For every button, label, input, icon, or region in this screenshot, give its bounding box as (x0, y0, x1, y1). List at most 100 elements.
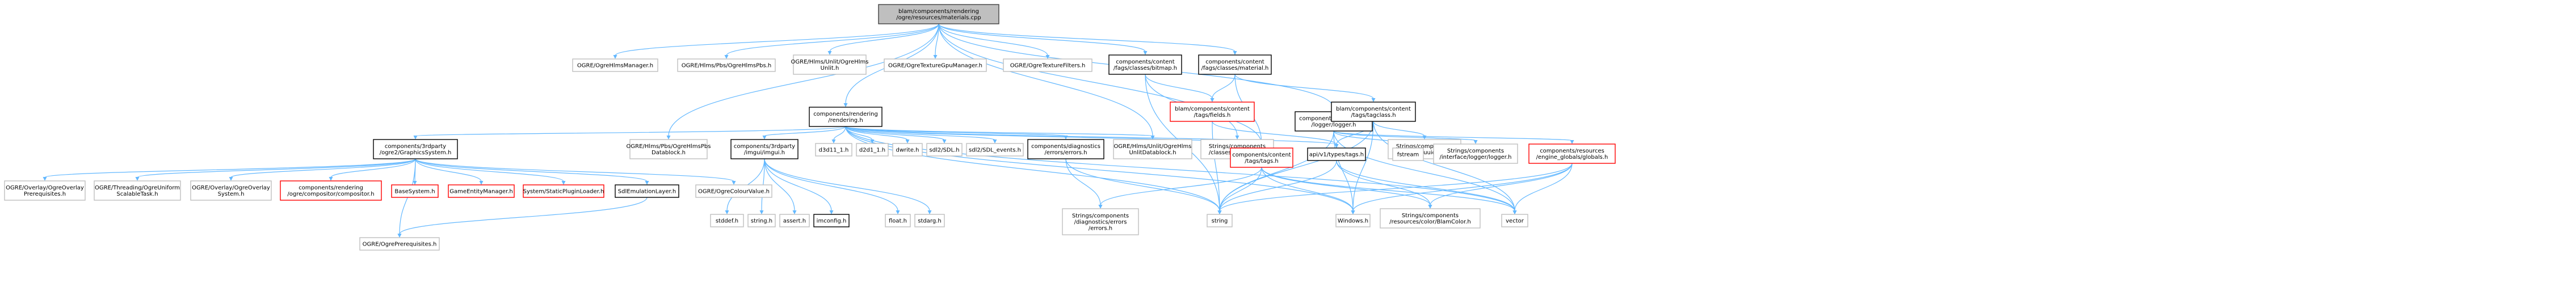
node-label: /interface/logger/logger.h (1439, 154, 1511, 160)
node-root[interactable]: blam/components/rendering/ogre/resources… (878, 4, 999, 24)
node-label: Strings/components (1447, 148, 1504, 154)
node-label: GameEntityManager.h (449, 189, 512, 195)
edge-arrowhead-diagnostics-logger-to-strings-logger (1473, 140, 1478, 144)
node-box (1027, 139, 1104, 159)
node-api-types[interactable]: api/v1/types/tags.h (1307, 147, 1366, 161)
node-diag-errors[interactable]: components/diagnostics/errors/errors.h (1027, 139, 1104, 159)
edge-rendering-h-to-imgui-h (764, 126, 846, 137)
edge-rendering-h-to-unlit-datablock (845, 126, 1153, 137)
node-imconfig[interactable]: imconfig.h (813, 214, 850, 227)
node-box (1198, 54, 1272, 75)
node-label: Windows.h (1338, 218, 1368, 225)
node-box (779, 214, 810, 227)
node-label: fstream (1397, 152, 1419, 158)
node-label: /resources/color/BlamColor.h (1389, 219, 1470, 225)
node-blam-tag-class[interactable]: blam/components/content/tags/tagclass.h (1331, 102, 1416, 122)
node-box (1207, 214, 1233, 227)
node-label: OGRE/OgreTextureFilters.h (1010, 63, 1086, 69)
node-string-h: string.h (747, 214, 776, 227)
edge-graphics-system-to-sdl-emulation (415, 158, 648, 182)
edge-arrowhead-root-to-ogre-hlms-unlit (827, 51, 832, 55)
edge-arrowhead-root-to-content-material (1233, 51, 1237, 55)
edge-arrowhead-graphics-system-to-compositor (329, 177, 333, 181)
node-ogre-texture-gpu-manager: OGRE/OgreTextureGpuManager.h (884, 58, 987, 72)
edge-root-to-ogre-texture-filters (938, 23, 1048, 56)
node-label: components/3rdparty (385, 143, 446, 150)
node-box (926, 143, 963, 157)
edge-api-types-to-string-std (1219, 160, 1337, 212)
node-imgui-h[interactable]: components/3rdparty/imgui/imgui.h (730, 139, 799, 159)
node-label: dwrite.h (896, 147, 919, 154)
edge-arrowhead-rendering-h-to-d3d11 (831, 140, 836, 143)
node-rendering-h[interactable]: components/rendering/rendering.h (809, 107, 883, 127)
edge-imgui-h-to-float-h (764, 158, 898, 212)
edge-api-types-to-strings-color (1336, 160, 1431, 206)
edge-graphics-system-to-ogre-prereq (399, 158, 416, 235)
node-label: components/content (1205, 59, 1264, 65)
edge-arrowhead-resources-globals-to-strings-color (1428, 205, 1432, 209)
edge-resources-globals-to-string-std (1219, 163, 1573, 212)
node-box (884, 58, 987, 72)
edge-api-types-to-vector-std (1336, 160, 1515, 212)
node-content-bitmap[interactable]: components/content/fags/classes/bitmap.h (1108, 54, 1182, 75)
node-label: Prerequisites.h (24, 191, 66, 197)
edge-imgui-h-to-stdarg-h (764, 158, 930, 212)
node-label: blam/components/rendering (898, 9, 979, 15)
edge-resources-globals-to-strings-color (1430, 163, 1573, 206)
node-label: UnlitDatablock.h (1129, 150, 1176, 156)
edge-arrowhead-sdl-emulation-to-ogre-prereq (397, 234, 402, 238)
edge-diagnostics-logger-to-string-std (1219, 130, 1334, 212)
node-label: vector (1506, 218, 1524, 225)
node-graphics-system[interactable]: components/3rdparty/ogre2/GraphicsSystem… (373, 139, 458, 159)
edge-root-to-ogre-hlms-pbs (726, 23, 939, 56)
node-box (677, 58, 776, 72)
node-label: d2d1_1.h (859, 147, 885, 154)
edge-arrowhead-content-material-to-blam-tag-class (1371, 98, 1376, 102)
node-d3d11: d3d11_1.h (815, 143, 852, 157)
node-box (1433, 143, 1518, 164)
edge-graphics-system-to-overlay-prereq (44, 158, 416, 178)
node-box (809, 107, 883, 127)
node-label: components/content (1232, 152, 1291, 158)
edge-rendering-h-to-sdl2 (845, 126, 945, 141)
node-label: /utils/uuid.h (1407, 150, 1441, 156)
node-label: /rendering.h (828, 117, 863, 124)
node-box (878, 4, 999, 24)
node-label: /ogre/resources/materials.cpp (896, 15, 981, 21)
node-box (1062, 208, 1139, 235)
node-box (572, 58, 658, 72)
node-box (1170, 102, 1255, 122)
edge-rendering-h-to-sdl2-events (845, 126, 995, 141)
node-content-material[interactable]: components/content/fags/classes/material… (1198, 54, 1272, 75)
node-box (966, 143, 1024, 157)
node-label: blam/components/content (1336, 106, 1411, 112)
edge-blam-tag-class-to-strings-uuid (1373, 121, 1425, 137)
node-label: Strings/components (1209, 143, 1266, 150)
node-strings-errors: Strings/components/diagnostics/errors/er… (1062, 208, 1139, 235)
node-box (1108, 54, 1182, 75)
node-label: OGRE/Hlms/Pbs/OgreHlmsPbs (627, 143, 711, 150)
node-label: /ogre/compositor/compositor.h (287, 191, 374, 197)
edge-rendering-h-to-string-std (845, 126, 1220, 212)
edge-diagnostics-logger-to-windows-h (1333, 130, 1354, 212)
edge-arrowhead-graphics-system-to-colour-value (732, 181, 736, 185)
node-static-plugin-loader: System/StaticPluginLoader.h (523, 184, 604, 198)
edge-arrowhead-root-to-ogre-hlms-manager (613, 55, 617, 59)
node-box (747, 214, 776, 227)
node-base-system: BaseSystem.h (391, 184, 439, 198)
node-vector-std: vector (1501, 214, 1528, 227)
node-sdl-emulation[interactable]: SdlEmulationLayer.h (615, 184, 679, 198)
edge-diagnostics-logger-to-vector-std (1333, 130, 1515, 212)
node-label: stdarg.h (918, 218, 941, 225)
edge-resources-globals-to-windows-h (1352, 163, 1573, 212)
node-label: string.h (751, 218, 772, 225)
edge-graphics-system-to-threading-task (137, 158, 416, 178)
edge-graphics-system-to-overlay-system (230, 158, 416, 178)
node-box (856, 143, 889, 157)
node-label: d3d11_1.h (819, 147, 849, 154)
edge-arrowhead-root-to-ogre-hlms-pbs (724, 55, 729, 59)
